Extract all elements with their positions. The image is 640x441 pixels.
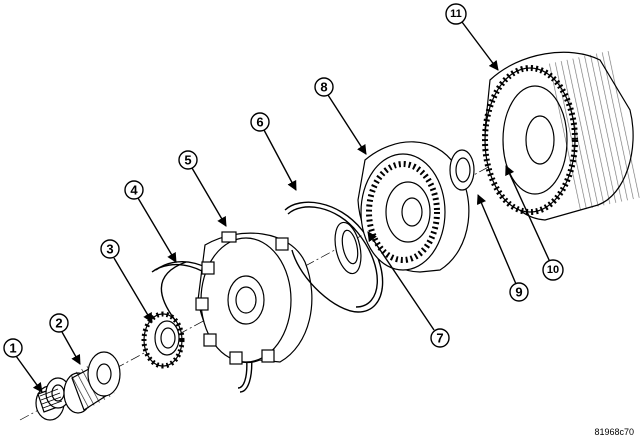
svg-text:4: 4 (130, 183, 138, 198)
part-11-splined-drum (482, 50, 640, 221)
callout-7: 7 (430, 328, 450, 348)
svg-text:10: 10 (547, 264, 559, 276)
svg-text:9: 9 (515, 285, 522, 300)
svg-text:3: 3 (106, 242, 113, 257)
svg-text:7: 7 (436, 331, 443, 346)
svg-text:6: 6 (256, 115, 263, 130)
callout-2: 2 (49, 313, 69, 333)
part-8-clutch-hub (357, 141, 470, 273)
svg-text:1: 1 (9, 341, 16, 356)
part-3-spline-ring (141, 311, 185, 369)
part-2-sun-gear (63, 351, 121, 414)
svg-text:2: 2 (55, 316, 62, 331)
part-1-needle-bearing (35, 377, 71, 421)
callout-10: 10 (542, 259, 564, 281)
callout-11: 11 (445, 3, 467, 25)
part-7-thrust-washer (334, 221, 362, 275)
callout-5: 5 (178, 150, 198, 170)
callout-1: 1 (3, 338, 23, 358)
svg-text:8: 8 (320, 80, 327, 95)
svg-text:5: 5 (184, 153, 191, 168)
leader-lines (15, 21, 551, 393)
part-5-clutch-drum (195, 231, 313, 365)
callout-6: 6 (250, 112, 270, 132)
callout-3: 3 (100, 239, 120, 259)
svg-text:11: 11 (450, 8, 462, 20)
callout-8: 8 (314, 77, 334, 97)
callout-9: 9 (509, 282, 529, 302)
part-9-washer (449, 149, 475, 191)
figure-reference-id: 81968c70 (594, 427, 634, 437)
part-6-snap-ring (284, 201, 384, 313)
callout-4: 4 (124, 180, 144, 200)
